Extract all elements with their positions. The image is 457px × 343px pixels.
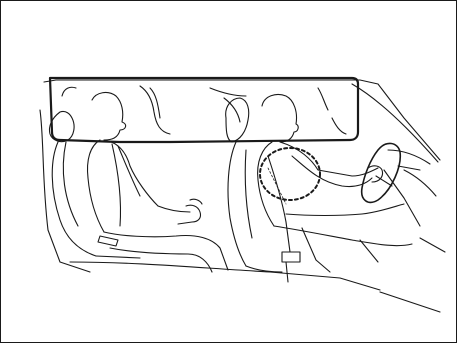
dashboard [388,150,436,196]
steering-wheel [362,143,420,226]
front-seat [226,98,282,272]
rear-passenger [88,93,229,272]
car-body-outline [40,80,445,312]
dotted-circle-highlight [260,148,320,204]
curtain-shield-airbag [50,78,358,142]
